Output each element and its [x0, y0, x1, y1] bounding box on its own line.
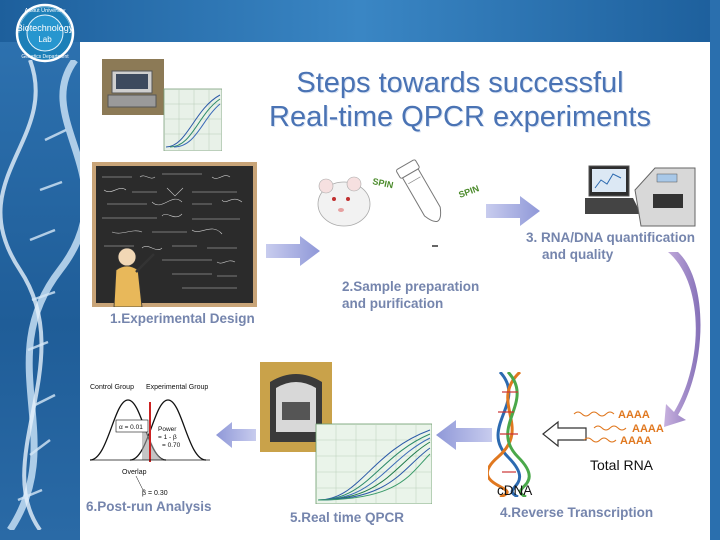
spin-label-left: SPIN — [372, 176, 395, 190]
title-line2: Real-time QPCR experiments — [269, 101, 651, 133]
top-background-band — [0, 0, 720, 42]
step5-label: 5.Real time QPCR — [290, 509, 404, 526]
arrow-step4-to-step5 — [436, 420, 492, 450]
poly-a-tail-1: AAAA — [618, 409, 650, 421]
content-panel: Steps towards successful Real-time QPCR … — [80, 42, 710, 540]
power-analysis-diagram: Control Group Experimental Group α = 0.0… — [86, 380, 224, 498]
total-rna-label: Total RNA — [590, 457, 654, 473]
logo-ring-text-top: Assiut University — [25, 8, 66, 14]
logo-text-line2: Lab — [38, 35, 52, 44]
step6-label: 6.Post-run Analysis — [86, 498, 212, 515]
chalkboard-scientist-image — [92, 162, 257, 307]
step2-label-line2: and purification — [342, 296, 443, 311]
poly-a-tail-2: AAAA — [632, 423, 664, 435]
step1-label: 1.Experimental Design — [110, 310, 255, 327]
arrow-step1-to-step2 — [266, 236, 320, 266]
right-background-band — [710, 0, 720, 540]
alpha-label: α = 0.01 — [119, 424, 143, 431]
logo-ring-text-bottom: Genetics Department — [21, 54, 69, 60]
step2-label-line1: 2.Sample preparation — [342, 279, 479, 294]
cdna-label: cDNA — [497, 482, 532, 499]
title-line1: Steps towards successful — [296, 67, 623, 99]
experimental-group-label: Experimental Group — [146, 384, 208, 391]
reverse-transcription-image: AAAA AAAA AAAA Total RNA — [488, 372, 678, 497]
power-label-2: = 1 - β — [158, 434, 177, 441]
step3-label-line1: 3. RNA/DNA quantification — [526, 230, 695, 245]
laptop-spectrophotometer-image — [585, 160, 700, 232]
computer-graph-thumbnail — [102, 59, 222, 151]
qpcr-machine-and-curves-image — [260, 362, 432, 504]
power-label-3: = 0.70 — [162, 442, 181, 449]
spin-label-right: SPIN — [457, 183, 480, 200]
dna-helix-decoration — [0, 60, 80, 530]
beta-label: β = 0.30 — [142, 490, 168, 497]
step4-label: 4.Reverse Transcription — [500, 504, 653, 521]
overlap-label: Overlap — [122, 469, 147, 476]
university-logo: Biotechnology Lab Assiut University Gene… — [5, 3, 85, 63]
logo-text-line1: Biotechnology — [17, 23, 74, 33]
page-title: Steps towards successful Real-time QPCR … — [240, 66, 680, 134]
mouse-and-spin-tube-image: SPIN SPIN — [314, 154, 494, 249]
step2-label: 2.Sample preparation and purification — [342, 278, 502, 312]
control-group-label: Control Group — [90, 384, 134, 391]
poly-a-tail-3: AAAA — [620, 435, 652, 447]
arrow-step2-to-step3 — [486, 196, 540, 226]
power-label-1: Power — [158, 426, 177, 433]
